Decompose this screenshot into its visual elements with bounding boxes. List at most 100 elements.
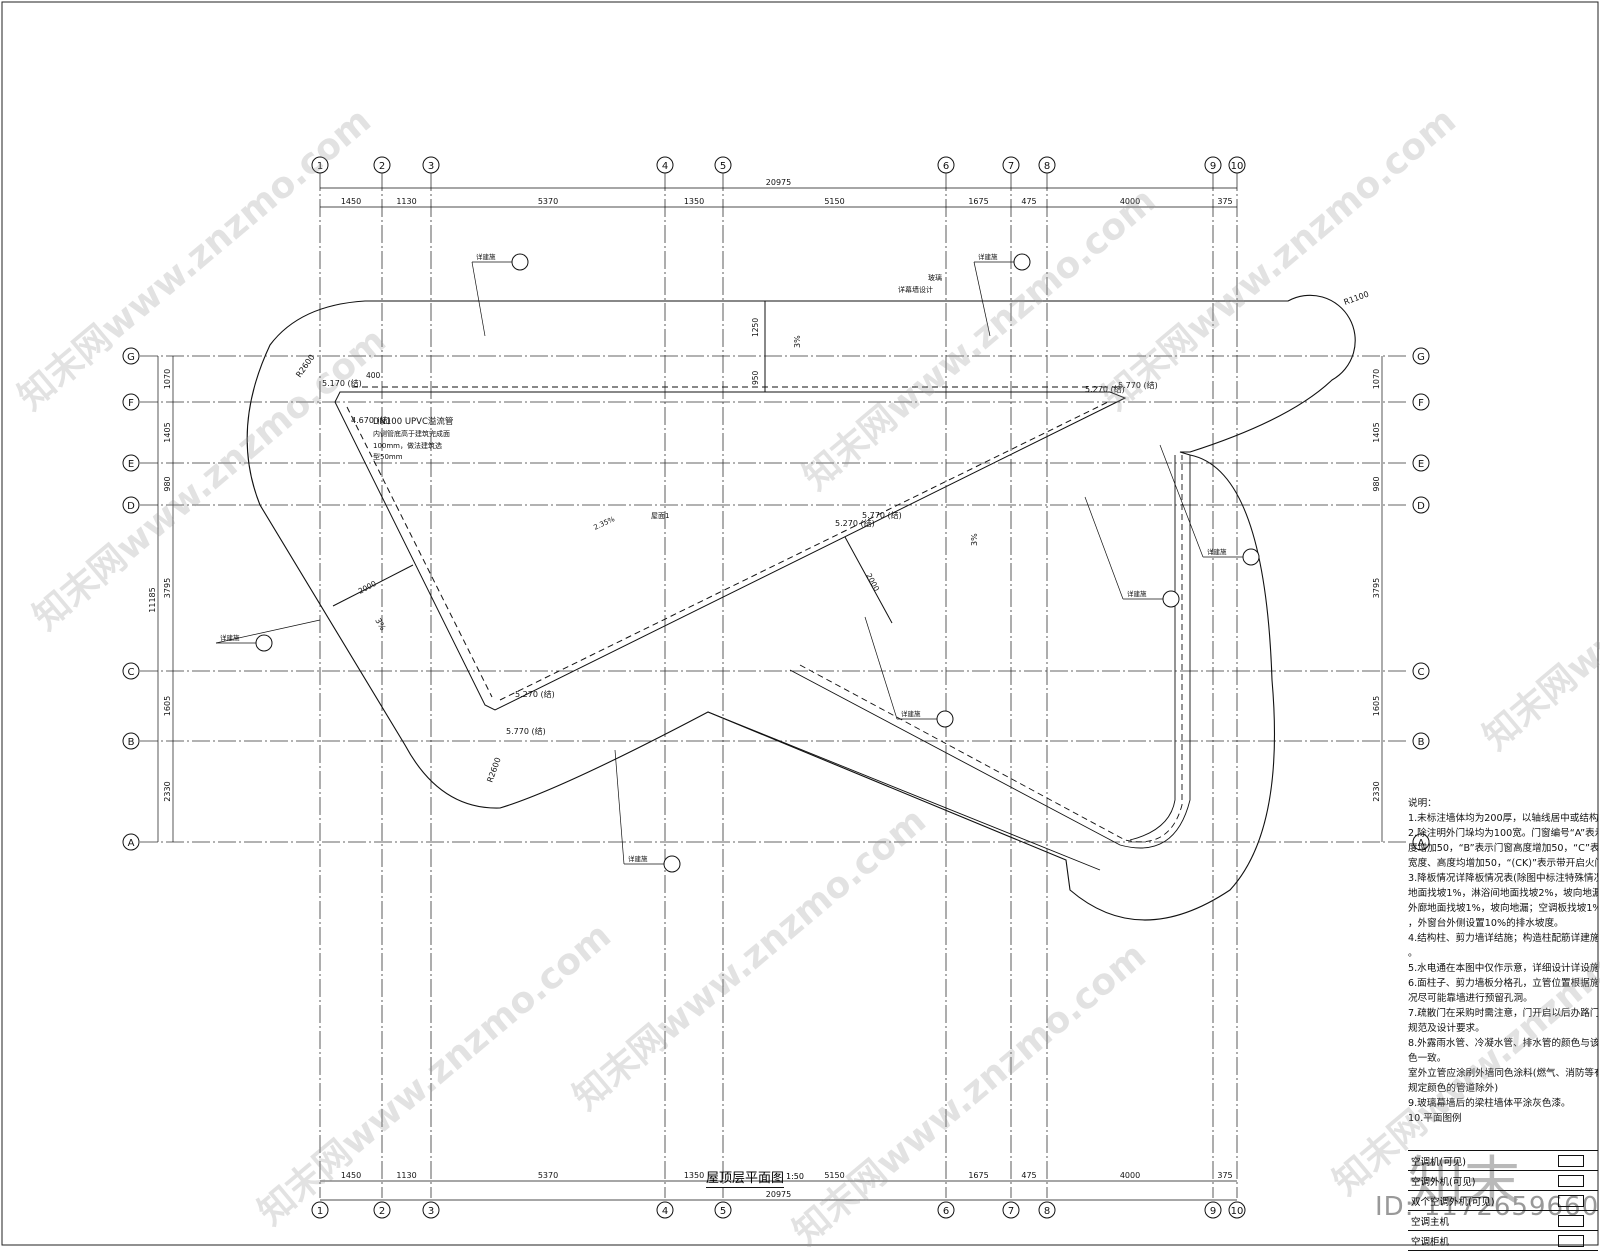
detail-callout-bubble xyxy=(1162,590,1180,608)
legend-row: 空调主机 xyxy=(1408,1211,1598,1231)
legend-row-label: 空调外机(可见) xyxy=(1411,1177,1476,1188)
dim-segment-label: 1450 xyxy=(341,1171,361,1180)
row-axis-bubble xyxy=(1412,347,1430,365)
legend-row: 空调外机(可见) xyxy=(1408,1171,1598,1191)
row-axis-bubble xyxy=(1412,662,1430,680)
detail-callout-label: 详建施 xyxy=(978,252,998,261)
dim-segment-label: 4000 xyxy=(1120,197,1140,206)
elev-1: 5.170 (结) xyxy=(322,378,362,388)
legend-symbol xyxy=(1558,1155,1584,1167)
dim-400: 400 xyxy=(366,371,381,380)
note-line: 4.结构柱、剪力墙详结施；构造柱配筋详建施通用节点图 xyxy=(1408,933,1598,944)
column-axis-bubble xyxy=(422,156,440,174)
dim-segment-label: 5150 xyxy=(824,1171,844,1180)
detail-callout-label: 详建施 xyxy=(901,709,921,718)
dim-segment-label: 3795 xyxy=(1372,578,1381,598)
dim-segment-label: 1070 xyxy=(1372,369,1381,389)
detail-callout-bubble xyxy=(511,253,529,271)
column-axis-bubble xyxy=(714,156,732,174)
dim-2000-center xyxy=(844,536,893,624)
row-axis-label: A xyxy=(1418,838,1425,849)
note-line: ，外窗台外侧设置10%的排水坡度。 xyxy=(1408,918,1564,929)
column-axis-label: 4 xyxy=(662,161,668,172)
note-line: 宽度、高度均增加50，“(CK)”表示带开启火门。 xyxy=(1408,858,1598,869)
detail-callout-bubble xyxy=(255,634,273,652)
legend-row: 空调机(可见) xyxy=(1408,1151,1598,1171)
row-axis-bubble xyxy=(1412,732,1430,750)
note-line: 5.水电通在本图中仅作示意，详细设计详设施图。 xyxy=(1408,963,1598,974)
note-line: 色一致。 xyxy=(1408,1053,1447,1064)
row-axis-label: D xyxy=(1417,501,1425,512)
column-axis-bubble xyxy=(1204,1201,1222,1219)
dim-total-label: 20975 xyxy=(766,1190,791,1199)
drawing-scale: 1:50 xyxy=(786,1172,804,1181)
pipe-note-2: 内侧管底高于建筑完成面 xyxy=(373,429,450,438)
slope-1: 3% xyxy=(793,335,802,348)
row-axis-label: C xyxy=(1418,667,1425,678)
row-axis-bubble xyxy=(122,393,140,411)
elev-5: 5.270 (结) xyxy=(835,518,875,528)
dim-segment-label: 1070 xyxy=(163,369,172,389)
row-axis-label: F xyxy=(1418,398,1424,409)
column-axis-label: 2 xyxy=(379,161,385,172)
drawing-title: 屋顶层平面图 xyxy=(706,1167,785,1188)
note-line: 8.外露雨水管、冷凝水管、排水管的颜色与该部位墙面颜 xyxy=(1408,1038,1598,1049)
column-axis-label: 2 xyxy=(379,1206,385,1217)
note-line: 外廊地面找坡1%，坡向地漏；空调板找坡1%，坡向地漏 xyxy=(1408,903,1598,914)
row-axis-bubble xyxy=(122,732,140,750)
elev-4: 5.770 (结) xyxy=(1118,380,1158,390)
column-axis-bubble xyxy=(373,1201,391,1219)
row-axis-bubble xyxy=(122,496,140,514)
note-line: 7.疏散门在采购时需注意，门开启以后办路门框净宽大于 xyxy=(1408,1008,1598,1019)
column-axis-bubble xyxy=(656,1201,674,1219)
row-axis-bubble xyxy=(122,662,140,680)
note-line: 3.降板情况详降板情况表(除图中标注特殊情况)，卫生间 xyxy=(1408,873,1598,884)
dim-segment-label: 1405 xyxy=(1372,422,1381,442)
column-axis-label: 6 xyxy=(943,1206,949,1217)
dim-segment-label: 1605 xyxy=(163,696,172,716)
column-axis-bubble xyxy=(1038,1201,1056,1219)
column-axis-label: 9 xyxy=(1210,1206,1216,1217)
pipe-note-3: 100mm，做法建筑选 xyxy=(373,441,442,450)
dim-segment-label: 475 xyxy=(1021,197,1036,206)
note-line: 地面找坡1%，淋浴间地面找坡2%，坡向地漏或蹲便器； xyxy=(1408,888,1598,899)
dim-segment-label: 1130 xyxy=(396,197,416,206)
note-line: 室外立管应涂刷外墙同色涂料(燃气、消防等有硬性格板 xyxy=(1408,1068,1598,1079)
row-axis-bubble xyxy=(122,454,140,472)
inner-ramp xyxy=(707,455,1191,871)
detail-callout-leader xyxy=(614,749,625,865)
detail-callout-label: 详建施 xyxy=(1207,547,1227,556)
dim-segment-label: 980 xyxy=(163,476,172,491)
column-axis-label: 9 xyxy=(1210,161,1216,172)
column-axis-label: 7 xyxy=(1008,1206,1014,1217)
dim-segment-label: 5370 xyxy=(538,1171,558,1180)
row-axis-label: A xyxy=(128,838,135,849)
dim-segment-label: 1605 xyxy=(1372,696,1381,716)
elev-6: 5.770 (结) xyxy=(862,510,902,520)
note-line: 6.面柱子、剪力墙板分格孔，立管位置根据施工、现场情 xyxy=(1408,978,1598,989)
column-axis-bubble xyxy=(937,1201,955,1219)
detail-callout-label: 详建施 xyxy=(220,633,240,642)
watermark-id: ID: 1172659660 xyxy=(1375,1192,1600,1222)
inner-ramp-dashed xyxy=(799,455,1183,843)
row-axis-bubble xyxy=(1412,393,1430,411)
column-axis-bubble xyxy=(656,156,674,174)
row-axis-label: F xyxy=(128,398,134,409)
dim-segment-label: 4000 xyxy=(1120,1171,1140,1180)
roof-outline xyxy=(246,294,1356,921)
dim-2000-left xyxy=(332,564,414,607)
dim-segment-label: 5370 xyxy=(538,197,558,206)
row-axis-bubble xyxy=(1412,833,1430,851)
legend-table: 空调机(可见)空调外机(可见)双个空调外机(可见)空调主机空调柜机 xyxy=(1408,1150,1598,1251)
glass-note-2: 详幕墙设计 xyxy=(898,285,933,294)
dim-segment-label: 475 xyxy=(1021,1171,1036,1180)
detail-callout-leader xyxy=(864,616,898,720)
row-axis-label: D xyxy=(127,501,135,512)
detail-callouts: 详建施详建施详建施详建施详建施详建施详建施 xyxy=(215,252,1260,873)
detail-callout-leader xyxy=(973,261,991,337)
column-axis-bubble xyxy=(1228,156,1246,174)
radius-r2600-bottom: R2600 xyxy=(485,756,502,783)
